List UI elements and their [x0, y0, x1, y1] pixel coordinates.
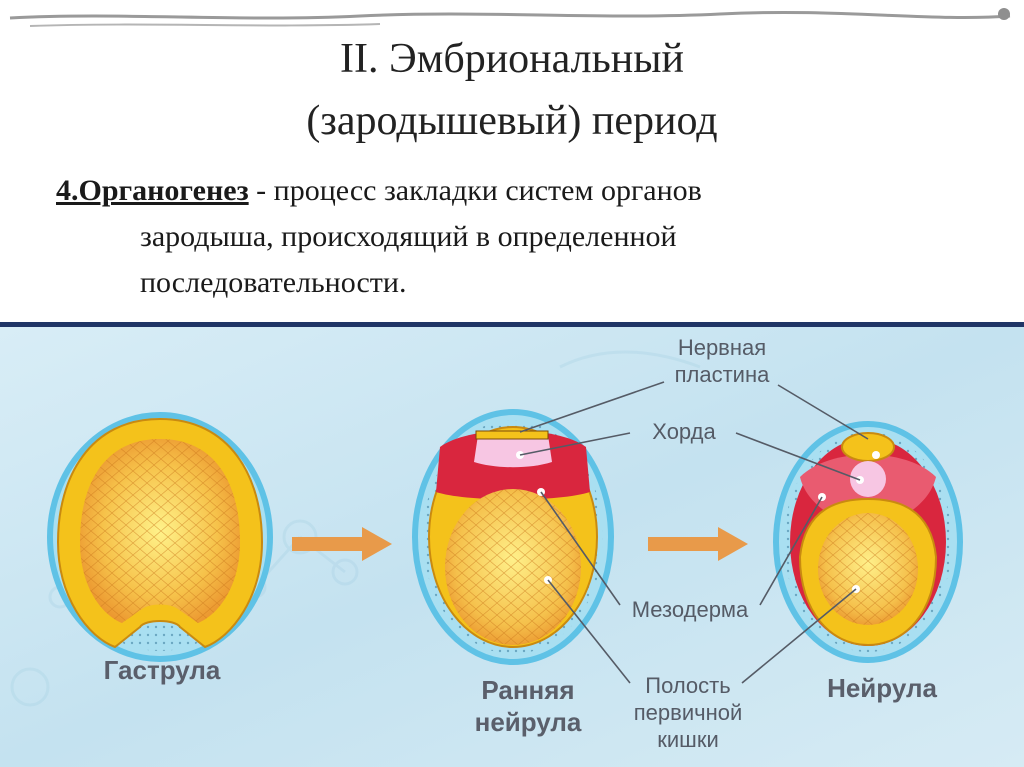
organogenesis-diagram: Нервная пластина Хорда Мезодерма Полость… [0, 327, 1024, 767]
callout-cavity-2: первичной [634, 700, 743, 725]
stage-label-early-neurula-1: Ранняя [481, 675, 574, 705]
callout-mesoderm: Мезодерма [632, 597, 749, 622]
definition-line1: процесс закладки систем органов [273, 174, 702, 207]
callout-neural-plate-2: пластина [675, 362, 771, 387]
decorative-scribble [9, 8, 1011, 27]
definition-text: 4.Органогенез - процесс закладки систем … [56, 168, 986, 306]
slide-header: II. Эмбриональный (зародышевый) период 4… [0, 0, 1024, 325]
callout-notochord: Хорда [652, 419, 716, 444]
early-neurula-figure [412, 409, 614, 665]
definition-dash: - [248, 174, 274, 207]
callout-lines [519, 381, 869, 684]
callout-neural-plate-1: Нервная [678, 335, 766, 360]
stage-label-neurula: Нейрула [827, 673, 937, 703]
definition-line2: зародыша, происходящий в определенной [140, 220, 677, 253]
gastrula-figure [47, 412, 273, 662]
neurula-figure [773, 421, 963, 663]
definition-line3: последовательности. [140, 266, 407, 299]
definition-term: 4.Органогенез [56, 174, 249, 207]
slide-title-line1: II. Эмбриональный [340, 36, 684, 82]
callout-cavity-3: кишки [657, 727, 718, 752]
stage-label-gastrula: Гаструла [104, 655, 221, 685]
callout-cavity-1: Полость [645, 673, 730, 698]
stage-label-early-neurula-2: нейрула [475, 707, 582, 737]
slide-title-line2: (зародышевый) период [306, 98, 718, 144]
arrow-right-icon [292, 527, 392, 561]
title-divider-rule [0, 322, 1024, 327]
arrow-right-icon [648, 527, 748, 561]
